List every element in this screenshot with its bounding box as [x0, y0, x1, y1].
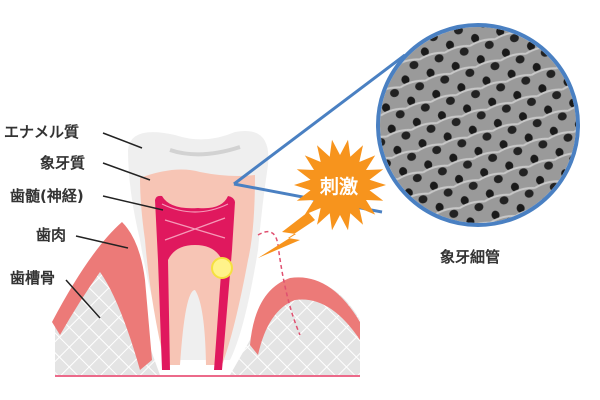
label-gum: 歯肉 [36, 226, 66, 244]
label-bone: 歯槽骨 [10, 269, 55, 287]
label-pulp: 歯髄(神経) [10, 187, 84, 205]
label-dentin: 象牙質 [40, 154, 85, 172]
dentinal-tubules-magnified [376, 23, 580, 227]
gum [52, 222, 360, 370]
alveolar-bone [55, 250, 360, 375]
label-tubules: 象牙細管 [440, 248, 500, 266]
stimulus-burst: 刺激 [258, 139, 386, 258]
stimulus-label: 刺激 [320, 175, 358, 198]
leader-lines [65, 132, 164, 319]
pain-spark [211, 257, 233, 279]
lightning-icon [258, 212, 315, 258]
receded-gum-outline [257, 230, 301, 336]
pulp [155, 195, 235, 370]
label-enamel: エナメル質 [4, 123, 79, 141]
